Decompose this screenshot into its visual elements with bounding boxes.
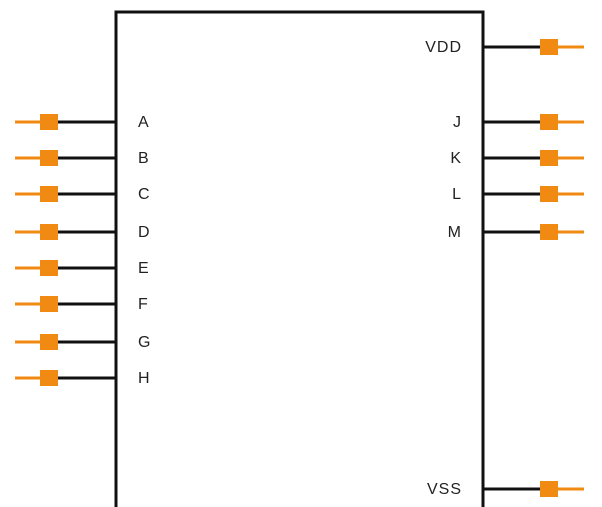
pin-h-label: H [138,370,151,387]
pin-d-label: D [138,224,151,241]
pin-f-label: F [138,296,149,313]
pin-g-terminal [40,334,58,350]
pin-g: G [15,334,151,351]
pin-h-terminal [40,370,58,386]
pin-m: M [448,224,584,241]
pin-k-terminal [540,150,558,166]
pin-vdd-label: VDD [425,39,462,56]
pin-m-terminal [540,224,558,240]
pin-vdd: VDD [425,39,584,56]
pin-e-label: E [138,260,150,277]
pin-f-terminal [40,296,58,312]
right-pin-group: VDD J K L M VSS [425,39,584,498]
pin-e: E [15,260,150,277]
ic-body [114,10,485,507]
pin-a-label: A [138,114,150,131]
pin-j-terminal [540,114,558,130]
pin-vss-terminal [540,481,558,497]
pin-k: K [450,150,584,167]
pin-l: L [452,186,584,203]
pin-j: J [453,114,584,131]
pin-vss-label: VSS [427,481,462,498]
pin-c: C [15,186,151,203]
pin-d: D [15,224,151,241]
left-pin-group: A B C D E F G H [15,114,151,387]
pin-j-label: J [453,114,462,131]
pin-vdd-terminal [540,39,558,55]
pin-e-terminal [40,260,58,276]
pin-d-terminal [40,224,58,240]
pin-g-label: G [138,334,151,351]
pin-f: F [15,296,149,313]
pin-k-label: K [450,150,462,167]
pin-c-label: C [138,186,151,203]
pin-l-terminal [540,186,558,202]
pin-a-terminal [40,114,58,130]
pin-c-terminal [40,186,58,202]
pin-l-label: L [452,186,462,203]
pin-b: B [15,150,150,167]
pin-b-terminal [40,150,58,166]
pin-vss: VSS [427,481,584,498]
pin-b-label: B [138,150,150,167]
pin-m-label: M [448,224,462,241]
pin-a: A [15,114,150,131]
pin-h: H [15,370,151,387]
